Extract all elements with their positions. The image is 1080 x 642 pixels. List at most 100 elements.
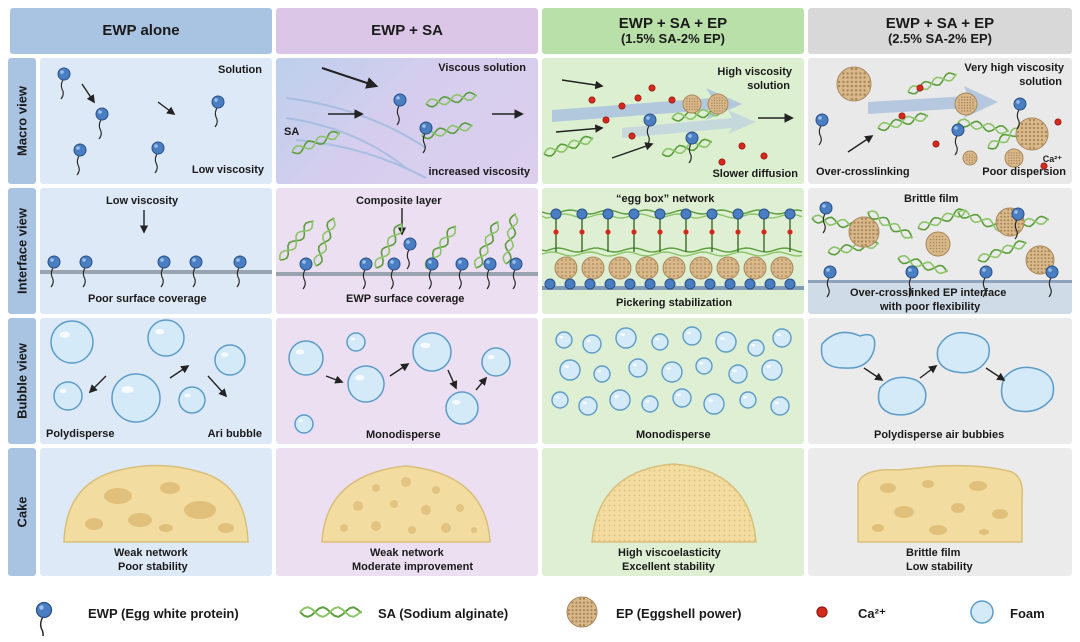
- macro-label-low-viscosity: Low viscosity: [191, 164, 264, 176]
- ep-eggshell-icon: [689, 256, 713, 280]
- bubble-illustration: [50, 319, 246, 423]
- macro-label-slower-diffusion: Slower diffusion: [712, 168, 798, 180]
- ewp-protein-icon: [79, 255, 93, 288]
- sa-alginate-icon: [977, 240, 1027, 263]
- ca-ion-icon: [787, 229, 793, 235]
- ewp-protein-icon: [706, 208, 718, 220]
- ewp-protein-icon: [643, 113, 657, 146]
- bubble-illustration: [551, 326, 792, 416]
- row-label-text: Interface view: [14, 208, 30, 294]
- macro-illustration: [285, 67, 524, 179]
- cake-ewp-sa-ep-high: Brittle film Low stability: [808, 448, 1072, 576]
- ep-eggshell-icon: [962, 150, 978, 166]
- foam-bubble-icon: [555, 331, 573, 349]
- macro-label-sa: SA: [284, 126, 300, 138]
- column-header-ewp-alone: EWP alone: [10, 8, 272, 54]
- interface-label-low-viscosity: Low viscosity: [106, 195, 179, 207]
- macro-illustration: [815, 66, 1062, 170]
- interface-label-pickering-stabilization: Pickering stabilization: [616, 297, 733, 309]
- ep-eggshell-icon: [581, 256, 605, 280]
- column-header-ewp-sa: EWP + SA: [276, 8, 538, 54]
- ep-eggshell-icon: [635, 256, 659, 280]
- foam-bubble-icon: [695, 357, 713, 375]
- ewp-protein-icon: [823, 265, 837, 298]
- ewp-protein-icon: [393, 93, 407, 126]
- ep-eggshell-icon: [716, 256, 740, 280]
- foam-bubble-icon: [682, 326, 702, 346]
- sa-alginate-icon: [907, 72, 957, 95]
- ca-ion-icon: [898, 112, 906, 120]
- ewp-protein-icon: [189, 255, 203, 288]
- ewp-protein-icon: [680, 208, 692, 220]
- ca-ion-icon: [1040, 162, 1048, 170]
- egg-box-network-illustration: [542, 208, 804, 290]
- macro-label-solution: Solution: [218, 64, 262, 76]
- ca-ion-icon: [735, 229, 741, 235]
- foam-bubble-icon: [651, 333, 669, 351]
- interface-label-composite-layer: Composite layer: [356, 195, 442, 207]
- ep-eggshell-icon: [1015, 117, 1049, 151]
- row-label-text: Bubble view: [14, 343, 30, 419]
- ewp-protein-icon: [157, 255, 171, 288]
- bubble-view-ewp-sa-ep-low: Monodisperse: [542, 318, 804, 444]
- foam-bubble-icon: [111, 373, 161, 423]
- ewp-protein-icon: [905, 265, 919, 298]
- interface-label-poor-flexibility: with poor flexibility: [880, 301, 981, 313]
- interface-view-ewp-sa-ep-low: “egg box” network Pickering stabilizatio…: [542, 188, 804, 314]
- ewp-protein-icon: [704, 278, 716, 290]
- row-label-cake: Cake: [8, 448, 36, 576]
- ewp-protein-icon: [604, 278, 616, 290]
- ep-eggshell-icon: [743, 256, 767, 280]
- foam-bubble-icon: [672, 388, 692, 408]
- cake-label-weak-network: Weak network: [370, 547, 444, 559]
- macro-view-ewp-sa: Viscous solution SA increased viscosity: [276, 58, 538, 184]
- ca-ion-icon: [553, 229, 559, 235]
- interface-label-over-crosslinked-ep-interface: Over-crosslinked EP interface: [850, 287, 1007, 299]
- ca-ion-icon: [760, 152, 768, 160]
- ca-ion-icon: [1054, 118, 1062, 126]
- ep-eggshell-icon: [836, 66, 872, 102]
- ewp-protein-icon: [403, 237, 417, 270]
- foam-bubble-icon: [412, 332, 452, 372]
- foam-bubble-icon: [715, 331, 737, 353]
- ca-ion-icon: [738, 142, 746, 150]
- foam-bubble-icon: [628, 358, 648, 378]
- ewp-protein-icon: [455, 257, 469, 290]
- column-title: EWP alone: [102, 22, 180, 40]
- ca-ion-icon: [932, 140, 940, 148]
- ep-eggshell-icon: [848, 216, 880, 248]
- sa-alginate-icon: [543, 135, 594, 157]
- ep-eggshell-icon: [554, 256, 578, 280]
- ewp-protein-icon: [483, 257, 497, 290]
- bubble-illustration: [288, 332, 511, 434]
- foam-bubble-icon: [559, 359, 581, 381]
- ewp-protein-icon: [758, 208, 770, 220]
- sa-alginate-icon: [897, 254, 949, 275]
- bubble-label-monodisperse: Monodisperse: [366, 429, 441, 441]
- interface-view-ewp-sa: Composite layer EWP surface coverage: [276, 188, 538, 314]
- row-label-macro-view: Macro view: [8, 58, 36, 184]
- foam-bubble-icon: [294, 414, 314, 434]
- foam-bubble-icon: [641, 395, 659, 413]
- ewp-protein-icon: [764, 278, 776, 290]
- ca-ion-icon: [816, 606, 828, 618]
- interface-illustration: [808, 201, 1072, 314]
- column-title: EWP + SA + EP: [885, 14, 995, 32]
- bubble-label-polydisperse-air-bubbies: Polydisperse air bubbies: [874, 429, 1005, 441]
- foam-bubble-icon: [445, 391, 479, 425]
- ewp-protein-icon: [151, 141, 165, 174]
- foam-bubble-icon: [661, 361, 683, 383]
- sa-alginate-icon: [313, 217, 336, 267]
- sa-alginate-icon: [867, 210, 913, 239]
- ep-eggshell-icon: [608, 256, 632, 280]
- ep-eggshell-icon: [954, 92, 978, 116]
- macro-label-increased-viscosity: increased viscosity: [428, 166, 530, 178]
- foam-bubble-icon: [615, 327, 637, 349]
- ca-ion-icon: [683, 229, 689, 235]
- ewp-protein-icon: [35, 601, 53, 642]
- legend-foam: Foam: [1010, 606, 1045, 621]
- ewp-protein-icon: [654, 208, 666, 220]
- sa-alginate-icon: [957, 118, 1010, 135]
- ep-eggshell-icon: [662, 256, 686, 280]
- foam-bubble-icon: [578, 396, 598, 416]
